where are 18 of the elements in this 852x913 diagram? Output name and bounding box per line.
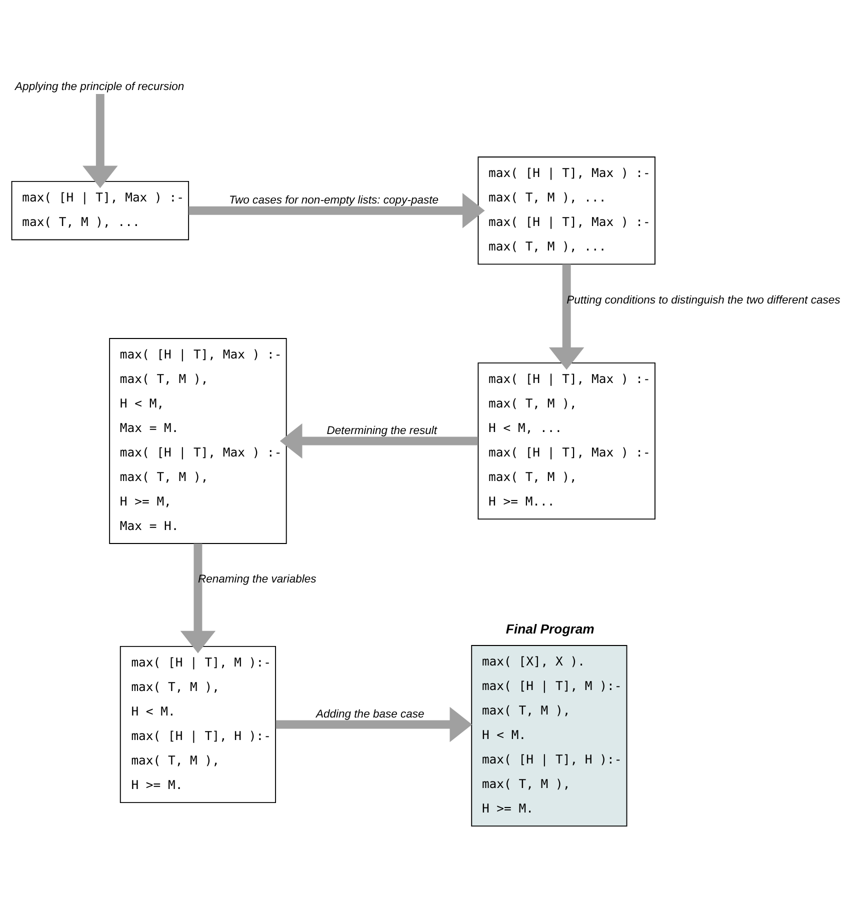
arrow (82, 94, 118, 188)
node-box: max( [H | T], Max ) :- max( T, M ), H < M, Max = M. max( [H | T], Max ) :- max( T, M ), H >= M, Max = H. (109, 338, 287, 544)
arrow (280, 423, 478, 459)
node-label: Final Program (506, 621, 594, 636)
node-text: Applying the principle of recursion (15, 80, 184, 93)
arrow (548, 264, 584, 370)
arrow (180, 544, 216, 654)
arrow (276, 706, 472, 742)
node-box: max( [H | T], Max ) :- max( T, M ), H < M, ... max( [H | T], Max ) :- max( T, M ), H >= M... (478, 362, 656, 520)
edge-label: Putting conditions to distinguish the two different cases (566, 294, 840, 306)
node-box: max( [H | T], Max ) :- max( T, M ), ... (11, 180, 190, 240)
edge-label: Determining the result (326, 425, 437, 438)
node-box: max( [H | T], M ):- max( T, M ), H < M. max( [H | T], H ):- max( T, M ), H >= M. (120, 646, 276, 804)
node-box: max( [H | T], Max ) :- max( T, M ), ... max( [H | T], Max ) :- max( T, M ), ... (478, 156, 656, 265)
edge-label: Adding the base case (316, 708, 424, 721)
edge-label: Two cases for non-empty lists: copy-paste (228, 194, 439, 207)
edge-label: Renaming the variables (198, 574, 316, 586)
arrow (188, 192, 485, 228)
